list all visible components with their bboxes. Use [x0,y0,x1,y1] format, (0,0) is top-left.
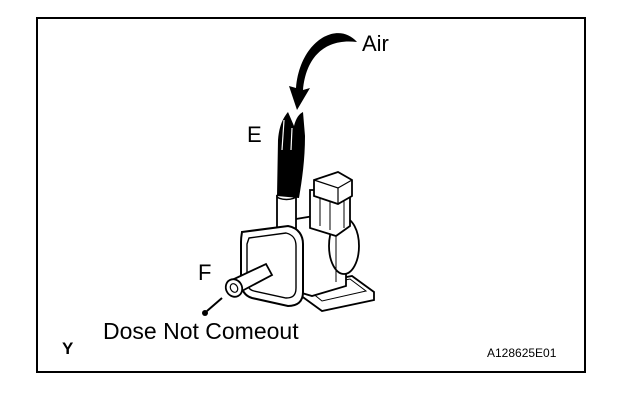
port-f-label: F [198,260,212,285]
figure-code: A128625E01 [487,346,557,360]
air-flow-arrow [289,33,357,111]
result-note: Dose Not Comeout [103,318,299,344]
port-f-nipple [224,262,274,298]
port-e-label: E [247,122,262,147]
outflow-indicator [202,297,223,316]
air-label: Air [362,31,389,56]
front-flange [240,224,304,308]
electrical-connector [309,171,353,237]
corner-mark: Y [62,339,74,358]
hose-on-port-e [277,112,305,198]
